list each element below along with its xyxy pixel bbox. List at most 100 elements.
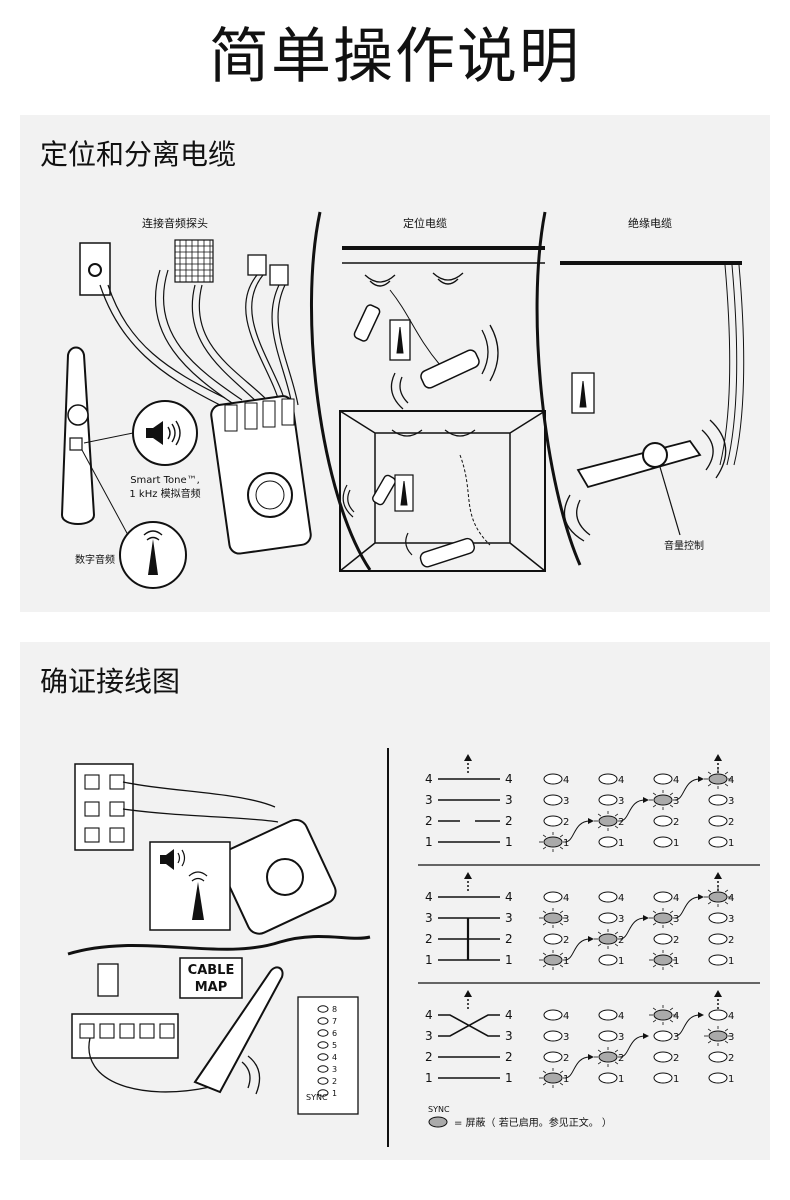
wire-led	[598, 891, 618, 903]
led-indicator	[317, 1089, 329, 1097]
wire-number-left: 3	[425, 1029, 433, 1043]
led-pin-number: 2	[728, 935, 734, 946]
led-pin-number: 4	[563, 1011, 569, 1022]
wire-led	[653, 1009, 673, 1021]
wire-led	[543, 836, 563, 848]
wire-led	[653, 815, 673, 827]
label-locate-cable: 定位电缆	[403, 216, 447, 230]
led-pin-number: 4	[563, 775, 569, 786]
wire-number-left: 1	[425, 1071, 433, 1085]
wiremap-panel: 确证接线图	[20, 642, 770, 1160]
led-pin-number: 4	[673, 893, 679, 904]
led-pin-number: 2	[618, 817, 624, 828]
legend-sync-label: SYNC	[428, 1105, 450, 1114]
probe-device-icon	[193, 966, 284, 1095]
wire-led	[598, 1051, 618, 1063]
led-pin-number: 2	[618, 1053, 624, 1064]
wire-led	[598, 1009, 618, 1021]
led-pin-number: 3	[673, 914, 679, 925]
led-pin-number: 1	[673, 838, 679, 849]
wire-led	[543, 891, 563, 903]
locate-isolate-panel: 定位和分离电缆 连接音频探头 定位电缆 绝缘电缆	[20, 115, 770, 612]
wire-led	[543, 912, 563, 924]
led-pin-number: 2	[618, 935, 624, 946]
legend-text: = 屏蔽（ 若已启用。参见正文。 ）	[454, 1116, 612, 1129]
led-pin-number: 4	[673, 775, 679, 786]
wire-number-right: 3	[505, 911, 513, 925]
wire-number-left: 1	[425, 953, 433, 967]
led-indicator	[317, 1077, 329, 1085]
led-pin-number: 1	[673, 1074, 679, 1085]
led-pin-number: 1	[563, 1074, 569, 1085]
wire-led	[543, 1051, 563, 1063]
led-pin-number: 3	[673, 1032, 679, 1043]
led-pin-number: 4	[728, 893, 734, 904]
led-number: 1	[332, 1089, 337, 1098]
ceiling-scene	[339, 246, 546, 572]
wire-number-left: 2	[425, 932, 433, 946]
volume-control-label: 音量控制	[664, 539, 704, 552]
led-pin-number: 4	[618, 893, 624, 904]
wire-led	[708, 1030, 728, 1042]
cable-map-label-2: MAP	[195, 980, 228, 995]
wire-number-left: 3	[425, 911, 433, 925]
wire-led	[543, 794, 563, 806]
wire-number-right: 4	[505, 772, 513, 786]
wire-led	[708, 891, 728, 903]
wire-number-right: 1	[505, 835, 513, 849]
led-pin-number: 3	[618, 796, 624, 807]
wire-number-left: 4	[425, 890, 433, 904]
led-number: 8	[332, 1005, 337, 1014]
led-pin-number: 4	[728, 1011, 734, 1022]
label-connect-probe: 连接音频探头	[142, 216, 208, 230]
wire-number-left: 2	[425, 814, 433, 828]
wire-led	[708, 1072, 728, 1084]
sync-legend: SYNC = 屏蔽（ 若已启用。参见正文。 ）	[428, 1105, 612, 1129]
wire-number-right: 4	[505, 890, 513, 904]
led-pin-number: 4	[673, 1011, 679, 1022]
wire-led	[598, 773, 618, 785]
led-pin-number: 2	[728, 817, 734, 828]
wire-led	[708, 954, 728, 966]
wire-number-left: 2	[425, 1050, 433, 1064]
led-pin-number: 1	[563, 838, 569, 849]
wire-led	[653, 836, 673, 848]
section-heading-wiremap: 确证接线图	[40, 665, 181, 698]
wire-led	[653, 1051, 673, 1063]
wire-number-right: 3	[505, 793, 513, 807]
wire-led	[708, 912, 728, 924]
led-pin-number: 1	[618, 838, 624, 849]
wire-led	[653, 1030, 673, 1042]
wire-led	[653, 794, 673, 806]
led-pin-number: 4	[728, 775, 734, 786]
wire-led	[543, 1009, 563, 1021]
wire-led	[708, 815, 728, 827]
led-pin-number: 4	[618, 775, 624, 786]
led-number: 4	[332, 1053, 337, 1062]
wire-led	[708, 1009, 728, 1021]
led-pin-number: 1	[728, 838, 734, 849]
wire-led	[598, 954, 618, 966]
sync-label: SYNC	[306, 1093, 328, 1102]
led-pin-number: 2	[673, 817, 679, 828]
wire-number-right: 3	[505, 1029, 513, 1043]
digital-audio-icon	[81, 449, 187, 589]
wire-led	[543, 933, 563, 945]
wire-led	[598, 912, 618, 924]
patch-panel-icon	[71, 1013, 179, 1059]
probe-device-icon	[60, 346, 96, 525]
led-pin-number: 3	[563, 796, 569, 807]
led-pin-number: 2	[728, 1053, 734, 1064]
wire-led	[653, 933, 673, 945]
led-pin-number: 3	[728, 796, 734, 807]
wire-led	[708, 933, 728, 945]
led-indicator	[317, 1029, 329, 1037]
smart-tone-label-1: Smart Tone™,	[130, 475, 200, 486]
wire-led	[598, 815, 618, 827]
led-pin-number: 3	[563, 1032, 569, 1043]
led-pin-number: 1	[618, 1074, 624, 1085]
wire-number-left: 4	[425, 1008, 433, 1022]
